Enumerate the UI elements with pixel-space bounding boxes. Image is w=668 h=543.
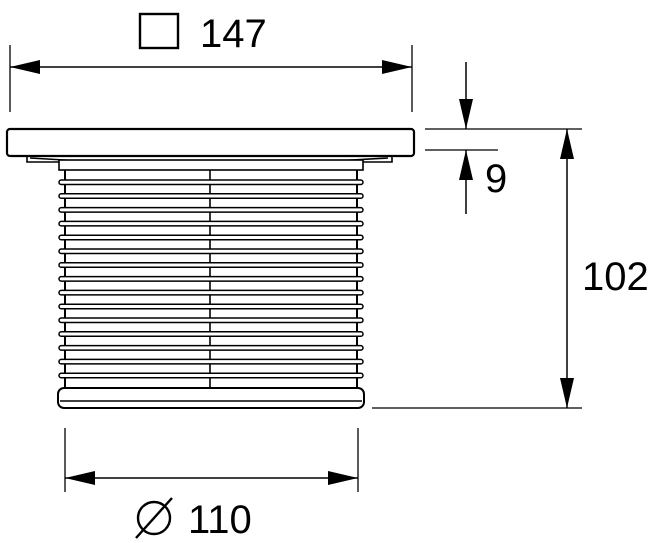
bottom-band (57, 387, 365, 409)
thread-ribs (58, 179, 364, 379)
body-collar (58, 159, 364, 171)
thread-rib (58, 303, 364, 310)
thread-rib (58, 331, 364, 338)
diameter-label: 110 (188, 498, 252, 542)
thread-rib (58, 262, 364, 269)
thread-rib (58, 317, 364, 324)
thread-rib (58, 358, 364, 365)
thread-rib (58, 248, 364, 255)
top-plate (5, 127, 416, 158)
square-symbol (138, 12, 180, 50)
thread-rib (58, 206, 364, 213)
thickness-label: 9 (485, 157, 507, 201)
thread-rib (58, 372, 364, 379)
thread-rib (58, 344, 364, 351)
height-label: 102 (582, 255, 649, 299)
thread-rib (58, 275, 364, 282)
diameter-symbol (135, 497, 173, 539)
thread-rib (58, 234, 364, 241)
thread-rib (58, 220, 364, 227)
thread-rib (58, 289, 364, 296)
thread-rib (58, 179, 364, 186)
thread-rib (58, 193, 364, 200)
width-label: 147 (200, 12, 267, 56)
